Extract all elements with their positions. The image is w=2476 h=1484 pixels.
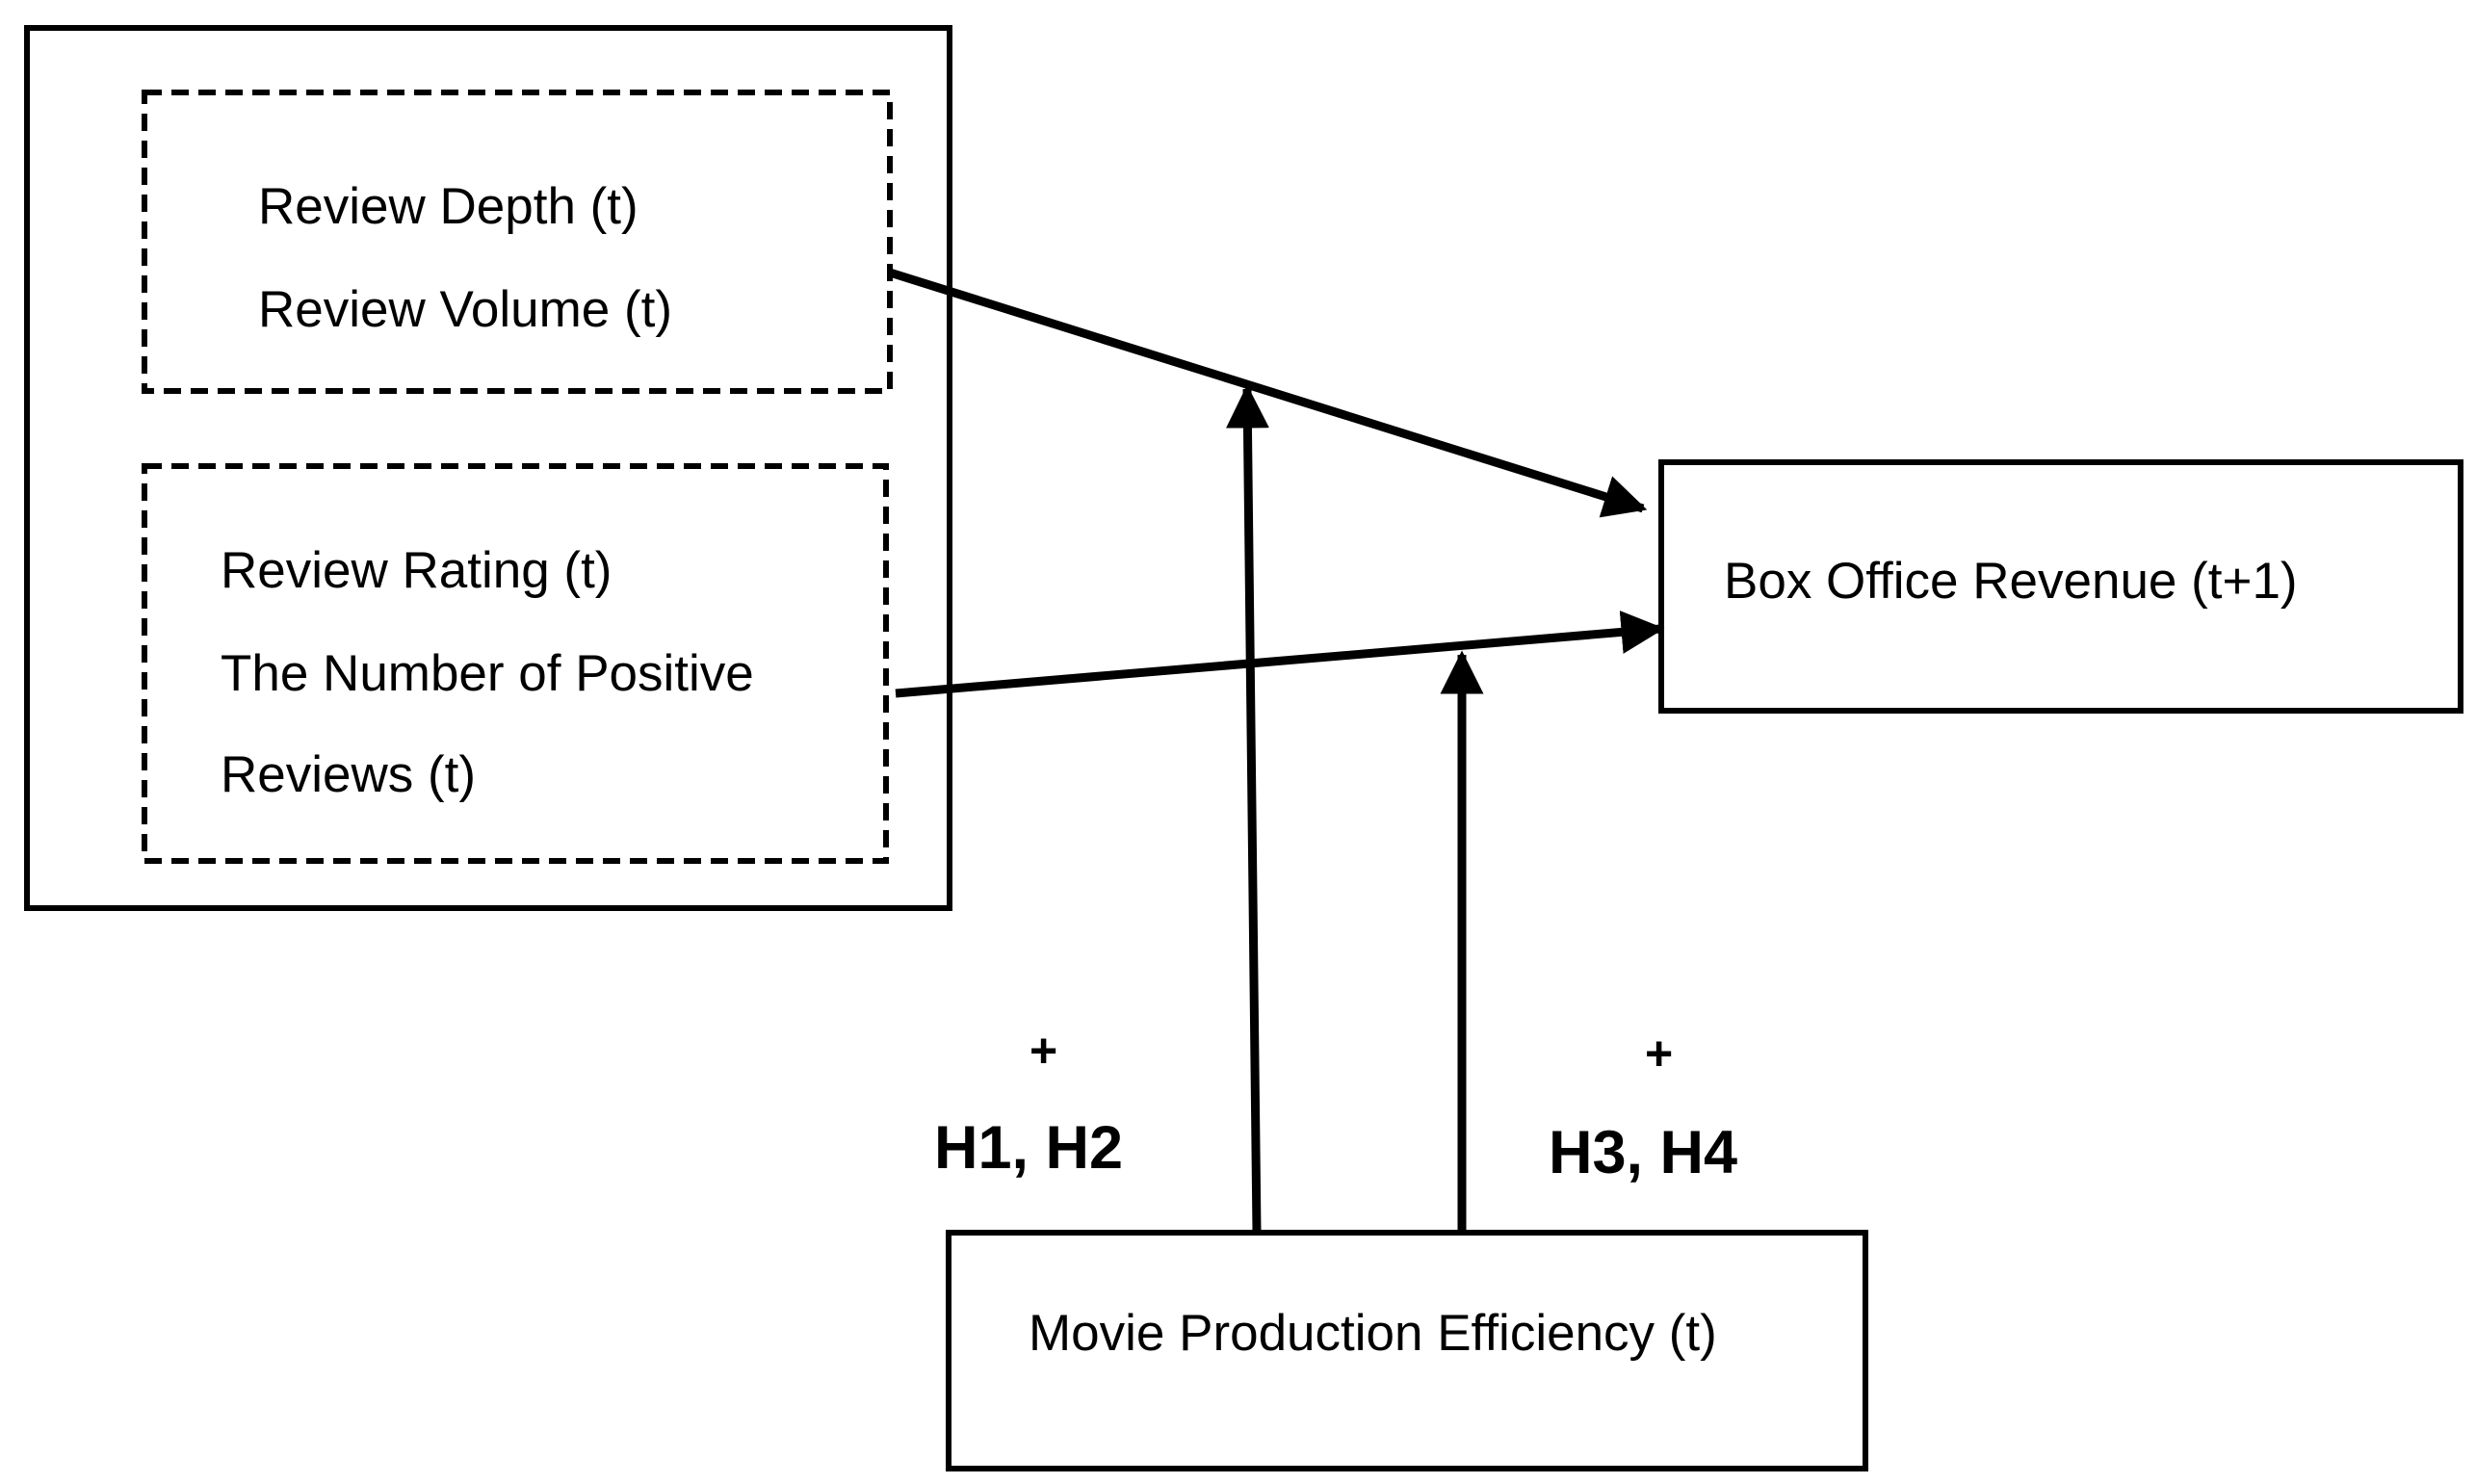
box-office-revenue-label: Box Office Revenue (t+1) xyxy=(1724,553,2298,610)
arrow-valence-to-revenue xyxy=(895,610,1665,698)
review-volume-label: Review Volume (t) xyxy=(258,281,673,338)
review-quantity-dashed-box xyxy=(142,90,893,394)
arrow-moderation-h1-h2 xyxy=(1225,384,1269,1234)
positive-reviews-label-line2: Reviews (t) xyxy=(221,746,477,803)
h1-h2-sign: + xyxy=(1029,1024,1058,1078)
review-depth-label: Review Depth (t) xyxy=(258,178,639,235)
arrow-quantity-to-revenue xyxy=(888,268,1648,518)
box-office-revenue-box xyxy=(1658,459,2463,714)
h3-h4-sign: + xyxy=(1645,1027,1674,1080)
positive-reviews-label-line1: The Number of Positive xyxy=(221,645,754,702)
movie-production-efficiency-box xyxy=(946,1230,1868,1471)
review-constructs-outer-box xyxy=(24,25,952,911)
h3-h4-label: H3, H4 xyxy=(1549,1119,1738,1186)
movie-production-efficiency-label: Movie Production Efficiency (t) xyxy=(1029,1305,1717,1362)
h1-h2-label: H1, H2 xyxy=(934,1114,1124,1182)
review-rating-label: Review Rating (t) xyxy=(221,542,612,599)
